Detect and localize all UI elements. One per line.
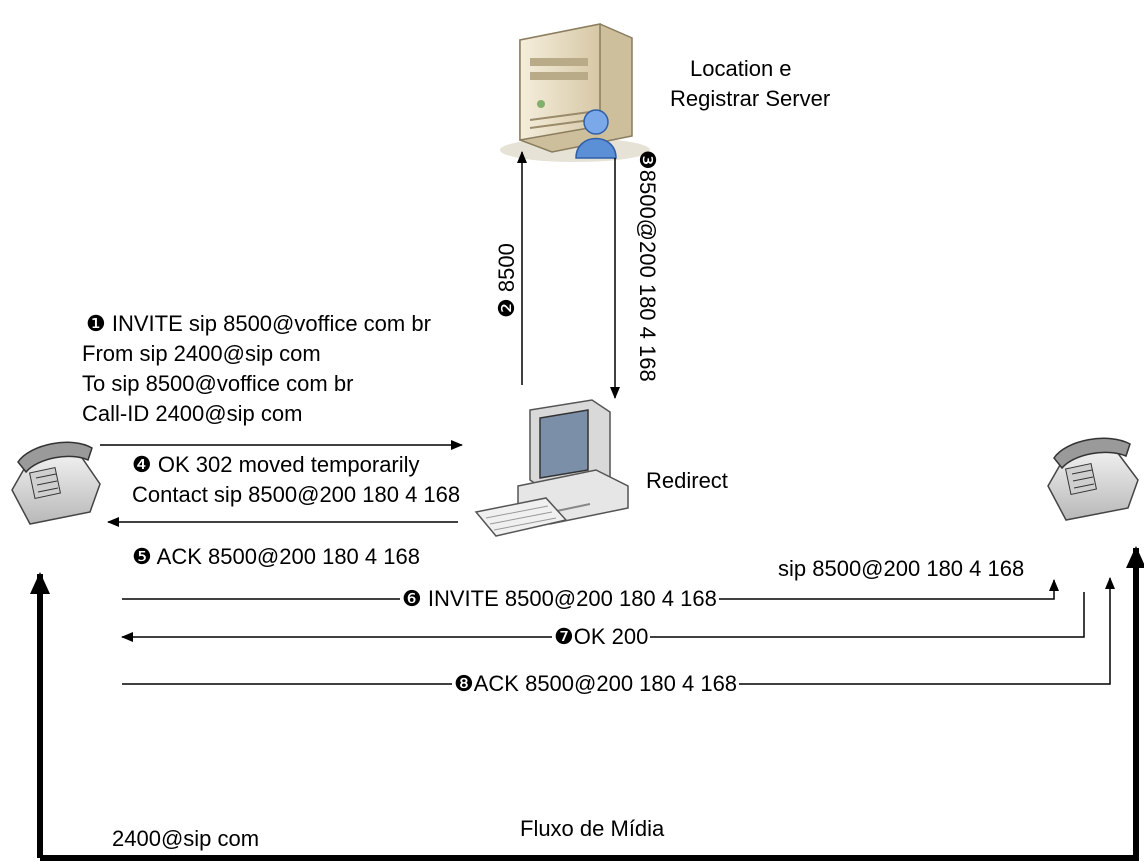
message-8-number: ❽ xyxy=(454,671,474,696)
message-6: ❻ INVITE 8500@200 180 4 168 xyxy=(400,586,719,612)
message-2-number: ❷ xyxy=(494,298,519,318)
message-2: ❷ 8500 xyxy=(494,241,520,320)
telephone-icon xyxy=(11,441,101,525)
callee-label: sip 8500@200 180 4 168 xyxy=(778,556,1025,581)
message-1-callid: Call-ID 2400@sip com xyxy=(82,401,303,426)
message-1-text: INVITE sip 8500@voffice com br xyxy=(111,311,431,336)
message-8: ❽ACK 8500@200 180 4 168 xyxy=(452,671,740,697)
message-1-to: To sip 8500@voffice com br xyxy=(82,371,354,396)
redirect-label: Redirect xyxy=(646,468,728,493)
message-2-text: 8500 xyxy=(494,243,519,293)
message-3-number: ❸ xyxy=(635,150,660,170)
arrow-m8 xyxy=(122,577,1115,685)
message-5-number: ❺ xyxy=(132,544,152,569)
media-flow-line xyxy=(40,546,1144,861)
message-1-from: From sip 2400@sip com xyxy=(82,341,321,366)
message-8-text: ACK 8500@200 180 4 168 xyxy=(473,671,738,696)
media-flow-label: Fluxo de Mídia xyxy=(520,816,665,841)
message-7: ❼OK 200 xyxy=(552,624,651,650)
server-label-line2: Registrar Server xyxy=(670,86,831,111)
message-6-number: ❻ xyxy=(402,586,422,611)
message-7-number: ❼ xyxy=(554,624,574,649)
message-4-contact: Contact sip 8500@200 180 4 168 xyxy=(132,482,461,507)
message-4: ❹ OK 302 moved temporarily xyxy=(130,452,422,478)
message-5-text: ACK 8500@200 180 4 168 xyxy=(156,544,420,569)
message-3-text: 8500@200 180 4 168 xyxy=(635,169,660,382)
message-7-text: OK 200 xyxy=(573,624,649,649)
message-1-number: ❶ xyxy=(86,311,106,336)
server-tower-icon xyxy=(500,23,650,162)
desktop-computer-icon xyxy=(474,399,629,537)
user-icon xyxy=(575,109,617,159)
telephone-icon xyxy=(1047,437,1139,521)
arrow-m7 xyxy=(121,592,1085,642)
caller-label: 2400@sip com xyxy=(112,826,260,851)
message-4-text: OK 302 moved temporarily xyxy=(157,452,420,477)
message-4-number: ❹ xyxy=(132,452,152,477)
message-5: ❺ ACK 8500@200 180 4 168 xyxy=(130,544,422,570)
server-label-line1: Location e xyxy=(690,56,792,81)
message-3: ❸8500@200 180 4 168 xyxy=(634,148,660,384)
message-6-text: INVITE 8500@200 180 4 168 xyxy=(427,586,717,611)
message-1: ❶ INVITE sip 8500@voffice com br xyxy=(84,311,433,337)
